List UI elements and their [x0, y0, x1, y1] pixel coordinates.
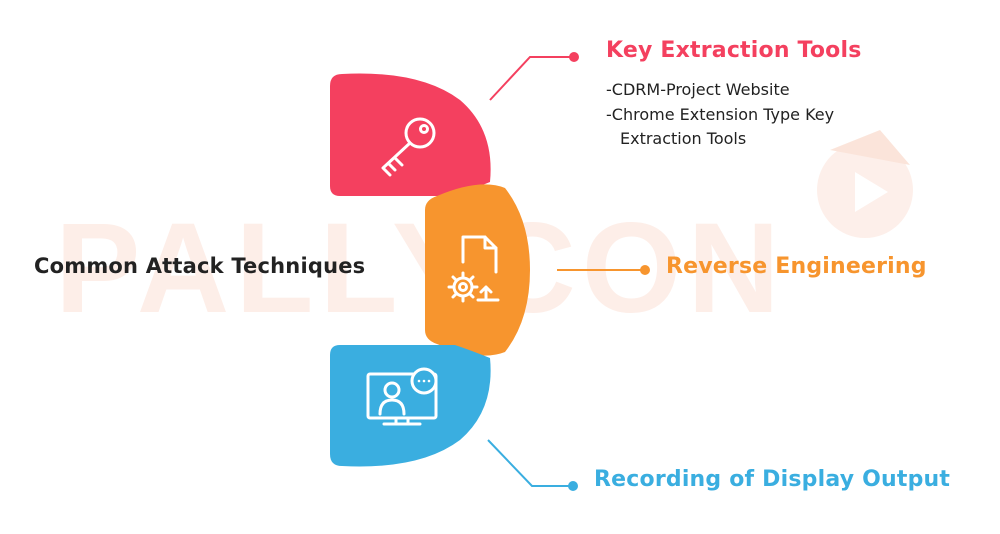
segment-key-extraction — [330, 73, 491, 196]
watermark-logo-icon — [817, 130, 913, 238]
connector-recording — [487, 439, 578, 491]
screen-recording-icon — [366, 367, 438, 426]
connector-reverse-engineering — [557, 265, 650, 275]
segment-reverse-engineering — [425, 184, 530, 356]
title-recording: Recording of Display Output — [594, 467, 951, 492]
detail-cdrm-project: -CDRM-Project Website — [606, 80, 790, 99]
detail-chrome-extension-cont: Extraction Tools — [620, 129, 747, 148]
main-title: Common Attack Techniques — [34, 254, 366, 278]
document-gear-icon — [447, 235, 500, 303]
title-reverse-engineering: Reverse Engineering — [666, 254, 927, 279]
title-key-extraction: Key Extraction Tools — [606, 38, 862, 63]
segment-recording — [330, 345, 491, 467]
watermark: PALLYCON — [55, 197, 786, 340]
detail-chrome-extension: -Chrome Extension Type Key — [606, 105, 835, 124]
key-icon — [381, 117, 436, 177]
connector-key-extraction — [489, 52, 579, 101]
